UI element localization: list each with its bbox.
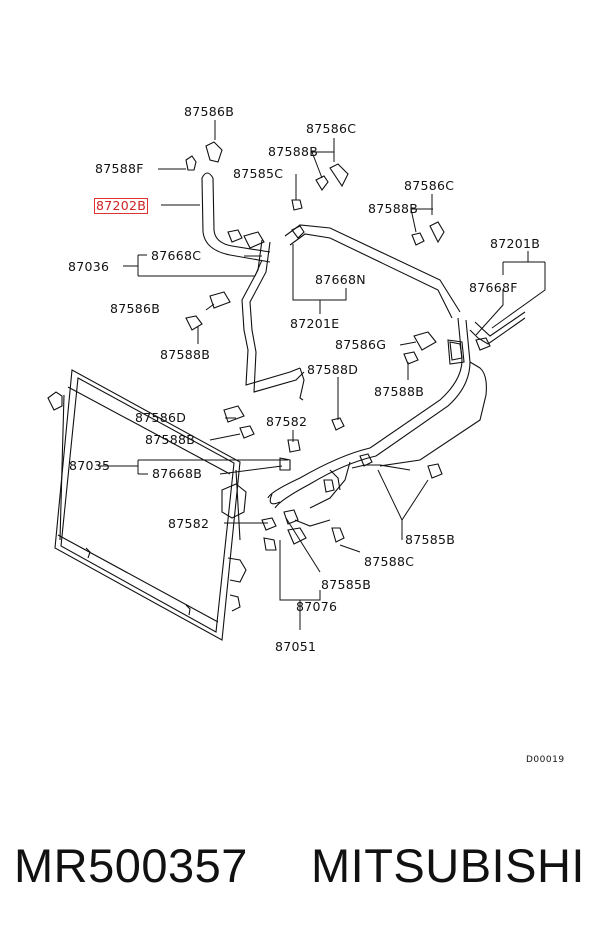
label-87588b-2: 87588B	[368, 201, 419, 216]
label-87588f: 87588F	[95, 161, 144, 176]
label-87585c: 87585C	[233, 166, 284, 181]
label-87586g: 87586G	[335, 337, 387, 352]
label-87201b: 87201B	[490, 236, 541, 251]
label-87668n: 87668N	[315, 272, 366, 287]
footer: MR500357 MITSUBISHI	[0, 838, 600, 908]
label-87668f: 87668F	[469, 280, 518, 295]
label-87588b-right: 87588B	[374, 384, 425, 399]
label-87036: 87036	[68, 259, 110, 274]
label-87586d: 87586D	[135, 410, 187, 425]
diagram-code: D00019	[526, 755, 565, 765]
label-87588c: 87588C	[364, 554, 415, 569]
label-87076: 87076	[296, 599, 338, 614]
label-87201e: 87201E	[290, 316, 340, 331]
label-87202b: 87202B	[94, 198, 149, 214]
part-number: MR500357	[14, 839, 248, 892]
label-87585b-low: 87585B	[321, 577, 372, 592]
label-87668b: 87668B	[152, 466, 203, 481]
ac-hose-diagram	[47, 120, 546, 641]
label-87586c-1: 87586C	[306, 121, 357, 136]
label-87668c: 87668C	[151, 248, 202, 263]
label-87582-top: 87582	[266, 414, 308, 429]
label-87588d: 87588D	[307, 362, 359, 377]
label-87586c-2: 87586C	[404, 178, 455, 193]
label-87051: 87051	[275, 639, 317, 654]
label-87035: 87035	[69, 458, 111, 473]
leader-lines	[98, 120, 546, 630]
label-87586b-mid: 87586B	[110, 301, 161, 316]
label-87586b-top: 87586B	[184, 104, 235, 119]
label-87582-bot: 87582	[168, 516, 210, 531]
label-87588b-low: 87588B	[145, 432, 196, 447]
label-87588b-mid: 87588B	[160, 347, 211, 362]
label-87585b-right: 87585B	[405, 532, 456, 547]
condenser	[47, 369, 247, 641]
brand-name: MITSUBISHI	[311, 839, 585, 892]
refrigerant-pipes	[201, 172, 526, 527]
label-87588b-1: 87588B	[268, 144, 319, 159]
